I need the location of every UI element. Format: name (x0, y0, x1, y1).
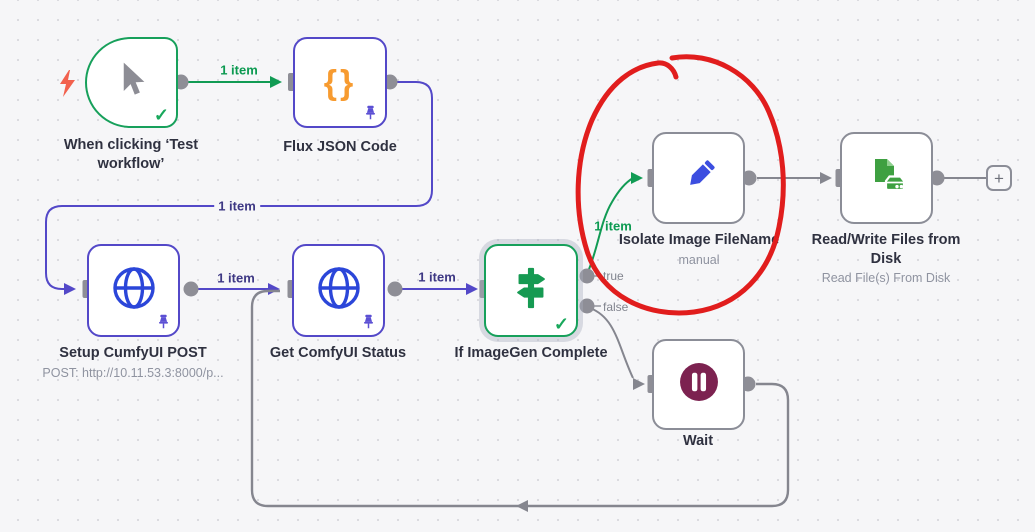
node-subtitle: Read File(s) From Disk (821, 271, 951, 286)
node-isolate-image-filename[interactable] (652, 132, 745, 224)
code-braces-icon: {} (323, 63, 357, 102)
connection-label: 1 item (220, 62, 258, 78)
node-read-write-files[interactable] (840, 132, 933, 224)
node-label-trigger: When clicking ‘Test workflow’ (63, 137, 199, 172)
node-subtitle: manual (678, 252, 720, 267)
globe-icon (315, 264, 363, 317)
success-check-icon: ✓ (553, 314, 569, 334)
node-flux-json-code[interactable]: {} (293, 37, 387, 128)
node-get-comfyui-status[interactable] (292, 244, 385, 337)
node-manual-trigger[interactable]: ✓ (60, 37, 178, 128)
signpost-icon (508, 265, 554, 316)
cursor-arrow-icon (110, 58, 154, 107)
connection-label: 1 item (214, 198, 260, 214)
node-label-wait: Wait (682, 433, 714, 449)
node-label-get: Get ComfyUI Status (269, 345, 407, 361)
node-label-read: Read/Write Files from Disk Read File(s) … (797, 231, 975, 287)
node-label-setup: Setup CumfyUI POST POST: http://10.11.53… (18, 344, 248, 381)
connection-label: 1 item (217, 270, 255, 286)
output-label-false: false (603, 300, 629, 314)
pin-icon (361, 314, 376, 329)
globe-icon (110, 264, 158, 317)
node-if-imagegen-complete[interactable]: ✓ (484, 244, 578, 337)
node-subtitle: POST: http://10.11.53.3:8000/p... (42, 365, 224, 380)
node-label-flux: Flux JSON Code (283, 139, 397, 155)
node-label-isolate: Isolate Image FileName manual (589, 231, 809, 268)
connection-label: 1 item (594, 218, 632, 234)
pencil-icon (675, 152, 723, 205)
pin-icon (156, 314, 171, 329)
success-check-icon: ✓ (153, 105, 169, 125)
node-setup-cumfyui-post[interactable] (87, 244, 180, 337)
node-label-if: If ImageGen Complete (454, 345, 608, 361)
file-disk-icon (863, 152, 911, 205)
node-wait[interactable] (652, 339, 745, 430)
pin-icon (363, 105, 378, 120)
add-node-button[interactable]: + (986, 165, 1012, 191)
output-label-true: true (603, 269, 624, 283)
lightning-bolt-icon (57, 69, 78, 98)
connection-label: 1 item (418, 269, 456, 285)
arrowhead (270, 76, 282, 88)
pause-icon (673, 356, 725, 413)
